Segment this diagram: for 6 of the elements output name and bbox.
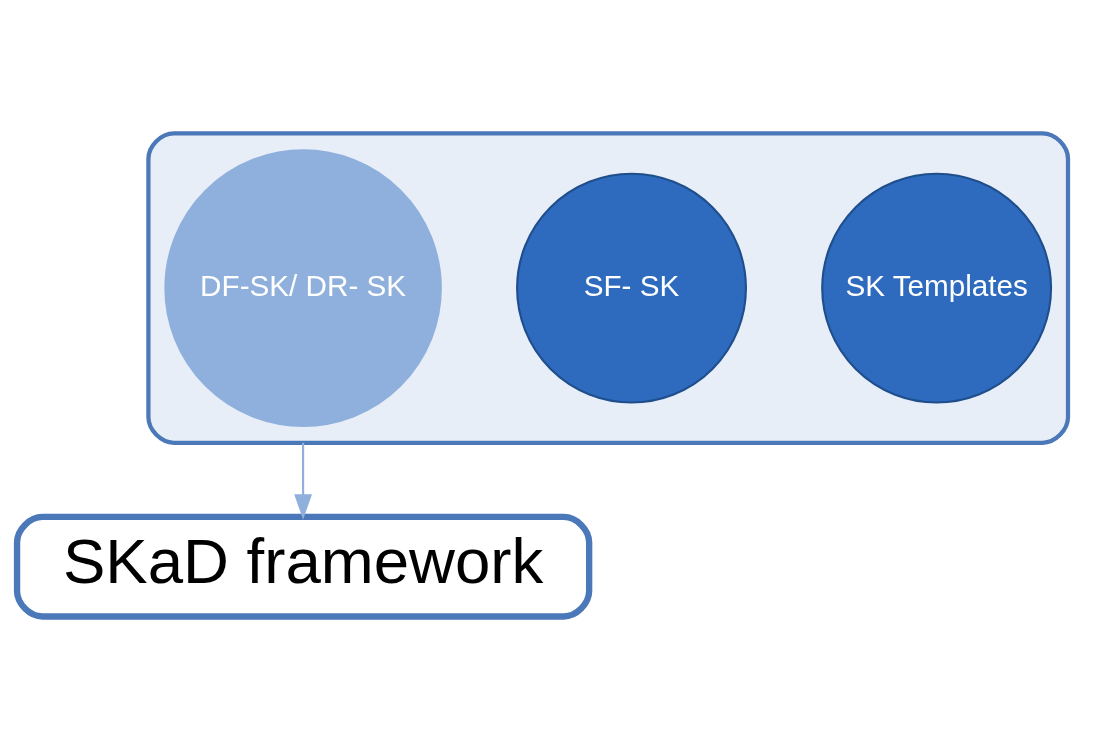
arrow <box>294 442 312 520</box>
node-circle: SF- SK <box>516 172 747 404</box>
node-circle: SK Templates <box>821 172 1053 404</box>
node-circle: DF-SK/ DR- SK <box>164 149 442 427</box>
node-box: SKaD framework <box>13 513 593 620</box>
cluster <box>146 131 1071 445</box>
